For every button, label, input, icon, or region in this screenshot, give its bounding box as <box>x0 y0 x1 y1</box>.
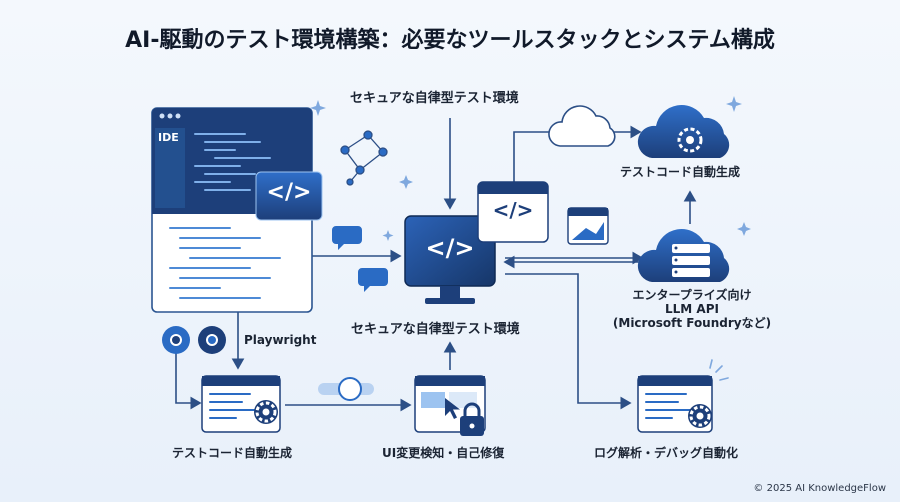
chart-window-icon <box>567 207 609 245</box>
bottom-mid-node-label: UI変更検知・自己修復 <box>382 446 505 460</box>
ide-tag: IDE <box>158 131 179 144</box>
ide-code-symbol: </> <box>266 180 312 205</box>
playwright-label: Playwright <box>244 333 317 347</box>
window-code-symbol: </> <box>492 198 534 222</box>
ui-detect-window-icon <box>414 375 486 436</box>
code-gen-window-icon <box>201 375 281 433</box>
llm-label-line-3: (Microsoft Foundryなど) <box>612 316 772 330</box>
llm-api-label: エンタープライズ向け LLM API (Microsoft Foundryなど) <box>602 288 782 330</box>
llm-server-cloud-icon <box>637 229 730 282</box>
network-graph-icon <box>340 130 388 186</box>
center-monitor <box>404 215 496 304</box>
log-analysis-window-icon <box>637 359 729 433</box>
llm-label-line-2: LLM API <box>665 302 719 316</box>
llm-label-line-1: エンタープライズ向け <box>632 288 752 302</box>
bottom-left-node-label: テストコード自動生成 <box>172 446 293 460</box>
browser-icons <box>162 326 226 354</box>
cloud-outline-icon <box>548 105 616 147</box>
code-window <box>477 181 549 243</box>
copyright-footer: © 2025 AI KnowledgeFlow <box>753 483 886 494</box>
sparkle-icons <box>310 96 751 241</box>
chat-bubble-icons <box>332 226 388 292</box>
monitor-code-symbol: </> <box>425 234 475 262</box>
bottom-right-node-label: ログ解析・デバッグ自動化 <box>594 446 739 460</box>
slider-toggle-icon <box>318 377 374 401</box>
ide-panel <box>151 107 323 313</box>
right-top-node-label: テストコード自動生成 <box>620 165 741 179</box>
cloud-gear-icon <box>637 105 730 158</box>
connector-lines <box>175 118 697 412</box>
top-node-label: セキュアな自律型テスト環境 <box>350 91 519 106</box>
page-title: AI-駆動のテスト環境構築：必要なツールスタックとシステム構成 <box>125 28 775 53</box>
center-node-label: セキュアな自律型テスト環境 <box>351 322 520 337</box>
